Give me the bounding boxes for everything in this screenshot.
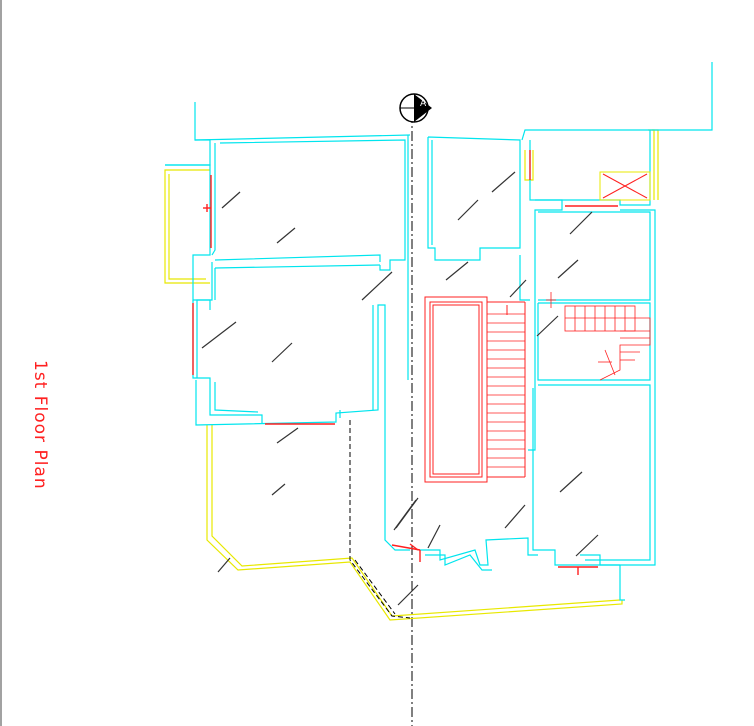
- window-marks: [192, 150, 618, 575]
- room-annotations: [201, 171, 599, 606]
- secondary-staircase: [546, 292, 651, 381]
- main-staircase: [424, 296, 526, 483]
- stair-treads: [487, 313, 525, 468]
- section-marker-label: A: [420, 99, 427, 109]
- shaft-void: [599, 171, 651, 201]
- roof-overhang-dashed: [349, 420, 411, 619]
- floor-plan-title: 1st Floor Plan: [30, 360, 50, 490]
- section-marker: A: [399, 93, 432, 123]
